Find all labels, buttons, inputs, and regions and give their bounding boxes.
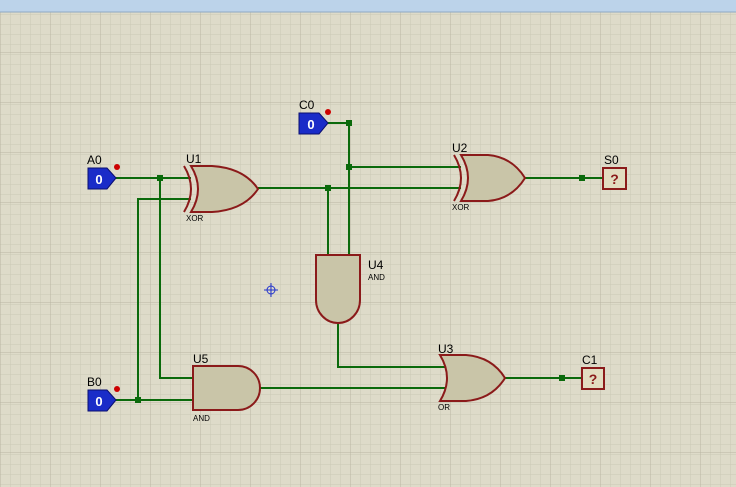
input-pin-a0[interactable]: A0 0 [87, 153, 120, 190]
wire-a0-u5 [159, 178, 193, 379]
wire-u4-u3 [337, 323, 446, 368]
junction-c1 [559, 375, 565, 381]
input-value-c0: 0 [307, 117, 314, 132]
input-value-b0: 0 [95, 394, 102, 409]
junction-s0 [579, 175, 585, 181]
gate-type-u5: AND [193, 414, 210, 423]
junction-c0 [346, 164, 352, 170]
and-gate-u5-body [192, 365, 261, 411]
input-pin-c0[interactable]: C0 0 [298, 98, 331, 135]
junction-a0 [157, 175, 163, 181]
gate-type-u1: XOR [186, 214, 204, 223]
gate-ref-u4: U4 [368, 258, 384, 272]
output-label-s0: S0 [604, 153, 619, 167]
gate-type-u2: XOR [452, 203, 470, 212]
junctions [135, 120, 585, 403]
output-value-c1: ? [589, 371, 598, 387]
gate-ref-u5: U5 [193, 352, 209, 366]
xor-gate-u1-body [189, 165, 260, 213]
junction-b0 [135, 397, 141, 403]
and-gate-u4-body [315, 254, 361, 324]
logic-state-box-c0 [298, 112, 329, 135]
gate-ref-u2: U2 [452, 141, 468, 155]
xor-gate-u2-body [459, 154, 527, 202]
gate-type-u3: OR [438, 403, 450, 412]
gate-ref-u3: U3 [438, 342, 454, 356]
gate-u1[interactable]: U1 XOR [183, 152, 260, 223]
wires [116, 122, 603, 401]
crosshair-icon [264, 283, 278, 297]
xor-gate-u2-extra-arc [453, 154, 462, 202]
window-top-bar [0, 0, 736, 12]
grid [0, 12, 736, 487]
gate-u5[interactable]: U5 AND [192, 352, 261, 423]
output-value-s0: ? [610, 171, 619, 187]
wire-b0-u1 [137, 198, 191, 400]
input-value-a0: 0 [95, 172, 102, 187]
gate-u4[interactable]: U4 AND [315, 254, 385, 324]
input-pin-b0[interactable]: B0 0 [87, 375, 120, 412]
probe-box-c1 [581, 367, 605, 390]
gate-u2[interactable]: U2 XOR [452, 141, 527, 212]
input-label-c0: C0 [299, 98, 315, 112]
pin-state-dot-c0 [325, 109, 331, 115]
gate-ref-u1: U1 [186, 152, 202, 166]
input-label-a0: A0 [87, 153, 102, 167]
junction-u1out [325, 185, 331, 191]
logic-state-box-b0 [87, 389, 117, 412]
probe-box-s0 [602, 167, 627, 190]
output-probe-s0[interactable]: S0 ? [602, 153, 627, 190]
output-probe-c1[interactable]: C1 ? [581, 353, 605, 390]
logic-state-box-a0 [87, 167, 117, 190]
pin-state-dot-b0 [114, 386, 120, 392]
output-label-c1: C1 [582, 353, 598, 367]
xor-gate-u1-extra-arc [183, 165, 192, 213]
pin-state-dot-a0 [114, 164, 120, 170]
or-gate-u3-body [438, 354, 507, 402]
gate-type-u4: AND [368, 273, 385, 282]
input-label-b0: B0 [87, 375, 102, 389]
gate-u3[interactable]: U3 OR [438, 342, 507, 412]
junction-c0-top [346, 120, 352, 126]
